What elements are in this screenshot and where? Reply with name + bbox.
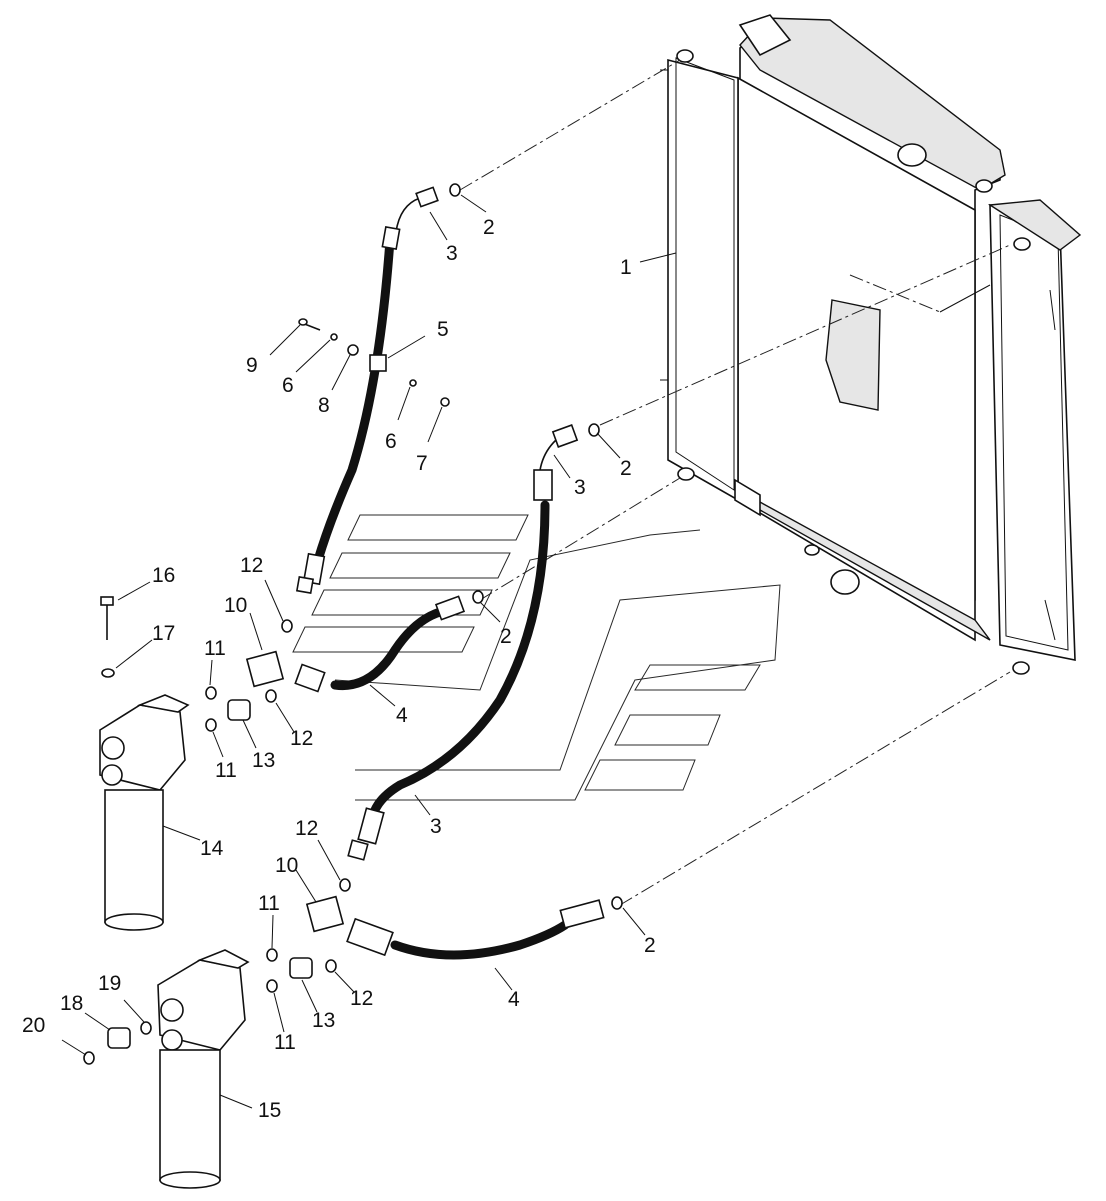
callout-7: 7 xyxy=(416,452,428,475)
leader-lines xyxy=(61,194,677,1109)
callout-15: 15 xyxy=(258,1099,281,1122)
filter-lower xyxy=(157,949,250,1189)
callout-12: 12 xyxy=(290,727,313,750)
callout-16: 16 xyxy=(152,564,175,587)
callout-12: 12 xyxy=(240,554,263,577)
callout-6: 6 xyxy=(282,374,294,397)
callout-14: 14 xyxy=(200,837,224,860)
callout-5: 5 xyxy=(437,318,449,341)
callout-labels: 1 2 3 5 9 6 8 6 7 2 3 16 12 10 2 17 11 4… xyxy=(22,216,656,1122)
hose-short-upper xyxy=(294,590,484,693)
callout-11: 11 xyxy=(274,1031,296,1054)
callout-4: 4 xyxy=(396,704,408,727)
callout-9: 9 xyxy=(246,354,258,377)
callout-20: 20 xyxy=(22,1014,45,1037)
callout-2: 2 xyxy=(483,216,495,239)
center-lines xyxy=(459,59,1011,906)
callout-1: 1 xyxy=(620,256,632,279)
callout-8: 8 xyxy=(318,394,330,417)
filter-upper xyxy=(99,694,190,931)
callout-18: 18 xyxy=(60,992,83,1015)
watermark-logo xyxy=(292,514,781,801)
callout-3: 3 xyxy=(574,476,586,499)
callout-3: 3 xyxy=(446,242,458,265)
callout-11: 11 xyxy=(258,892,280,915)
callout-6: 6 xyxy=(385,430,397,453)
fittings xyxy=(83,596,351,1065)
callout-17: 17 xyxy=(152,622,175,645)
hose-long-lower xyxy=(346,896,623,960)
callout-3: 3 xyxy=(430,815,442,838)
clamp-hardware xyxy=(298,318,450,407)
callout-10: 10 xyxy=(224,594,247,617)
hose-middle xyxy=(347,423,600,861)
callout-12: 12 xyxy=(295,817,318,840)
callout-2: 2 xyxy=(500,625,512,648)
callout-12: 12 xyxy=(350,987,373,1010)
callout-10: 10 xyxy=(275,854,298,877)
callout-13: 13 xyxy=(252,749,275,772)
callout-13: 13 xyxy=(312,1009,335,1032)
callout-4: 4 xyxy=(508,988,520,1011)
hose-upper xyxy=(295,183,461,595)
callout-19: 19 xyxy=(98,972,121,995)
callout-2: 2 xyxy=(644,934,656,957)
callout-11: 11 xyxy=(204,637,226,660)
callout-2: 2 xyxy=(620,457,632,480)
callout-11: 11 xyxy=(215,759,237,782)
radiator-assembly xyxy=(660,14,1082,675)
